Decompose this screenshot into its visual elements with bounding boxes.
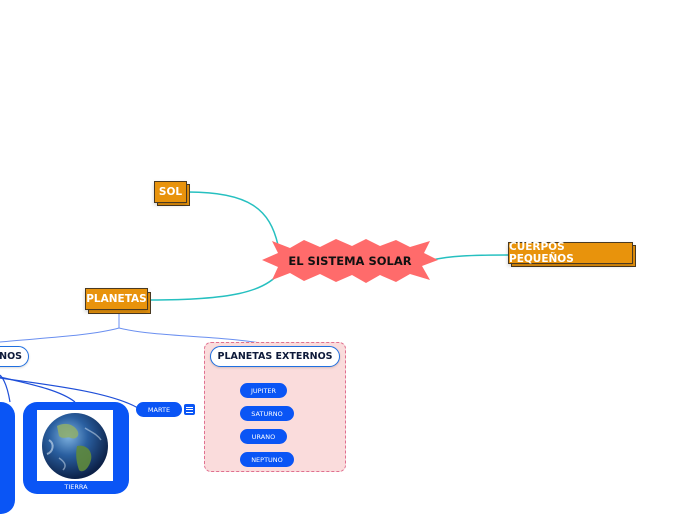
- branch-planetas[interactable]: PLANETAS: [85, 288, 148, 310]
- marte-label: MARTE: [147, 405, 171, 414]
- earth-globe-icon: [42, 413, 108, 479]
- planetas-internos-label: NOS: [0, 351, 22, 362]
- subtopic-planetas-externos[interactable]: PLANETAS EXTERNOS: [210, 346, 340, 367]
- leaf-neptuno[interactable]: NEPTUNO: [240, 452, 294, 467]
- branch-planetas-label: PLANETAS: [86, 293, 147, 305]
- branch-cuerpos-label: CUERPOS PEQUEÑOS: [509, 241, 574, 265]
- connector-planetas: [149, 271, 281, 301]
- connector-internos: [0, 327, 120, 343]
- image-card-tierra[interactable]: TIERRA: [23, 402, 129, 494]
- connector-cuerpos: [431, 254, 509, 261]
- leaf-jupiter[interactable]: JUPITER: [240, 383, 287, 398]
- urano-label: URANO: [251, 432, 276, 441]
- central-topic[interactable]: EL SISTEMA SOLAR: [262, 238, 438, 283]
- connector-left-card: [0, 374, 11, 403]
- connector-tierra: [0, 376, 76, 403]
- branch-cuerpos-pequenos[interactable]: CUERPOS PEQUEÑOS: [508, 241, 633, 265]
- earth-image: [37, 410, 113, 481]
- planetas-externos-label: PLANETAS EXTERNOS: [217, 351, 333, 362]
- leaf-saturno[interactable]: SATURNO: [240, 406, 294, 421]
- branch-sol[interactable]: SOL: [154, 181, 187, 203]
- saturno-label: SATURNO: [251, 409, 283, 418]
- branch-sol-label: SOL: [158, 186, 183, 198]
- leaf-marte[interactable]: MARTE: [136, 402, 182, 417]
- jupiter-label: JUPITER: [250, 386, 277, 395]
- starburst-shape: [262, 239, 438, 283]
- image-card-partial[interactable]: [0, 402, 15, 514]
- connector-sol: [187, 191, 279, 246]
- central-topic-label: EL SISTEMA SOLAR: [288, 253, 412, 268]
- neptuno-label: NEPTUNO: [251, 455, 283, 464]
- leaf-urano[interactable]: URANO: [240, 429, 287, 444]
- note-icon[interactable]: [184, 404, 195, 415]
- tierra-label: TIERRA: [64, 483, 88, 491]
- subtopic-planetas-internos[interactable]: NOS: [0, 346, 29, 367]
- connector-marte: [0, 377, 139, 409]
